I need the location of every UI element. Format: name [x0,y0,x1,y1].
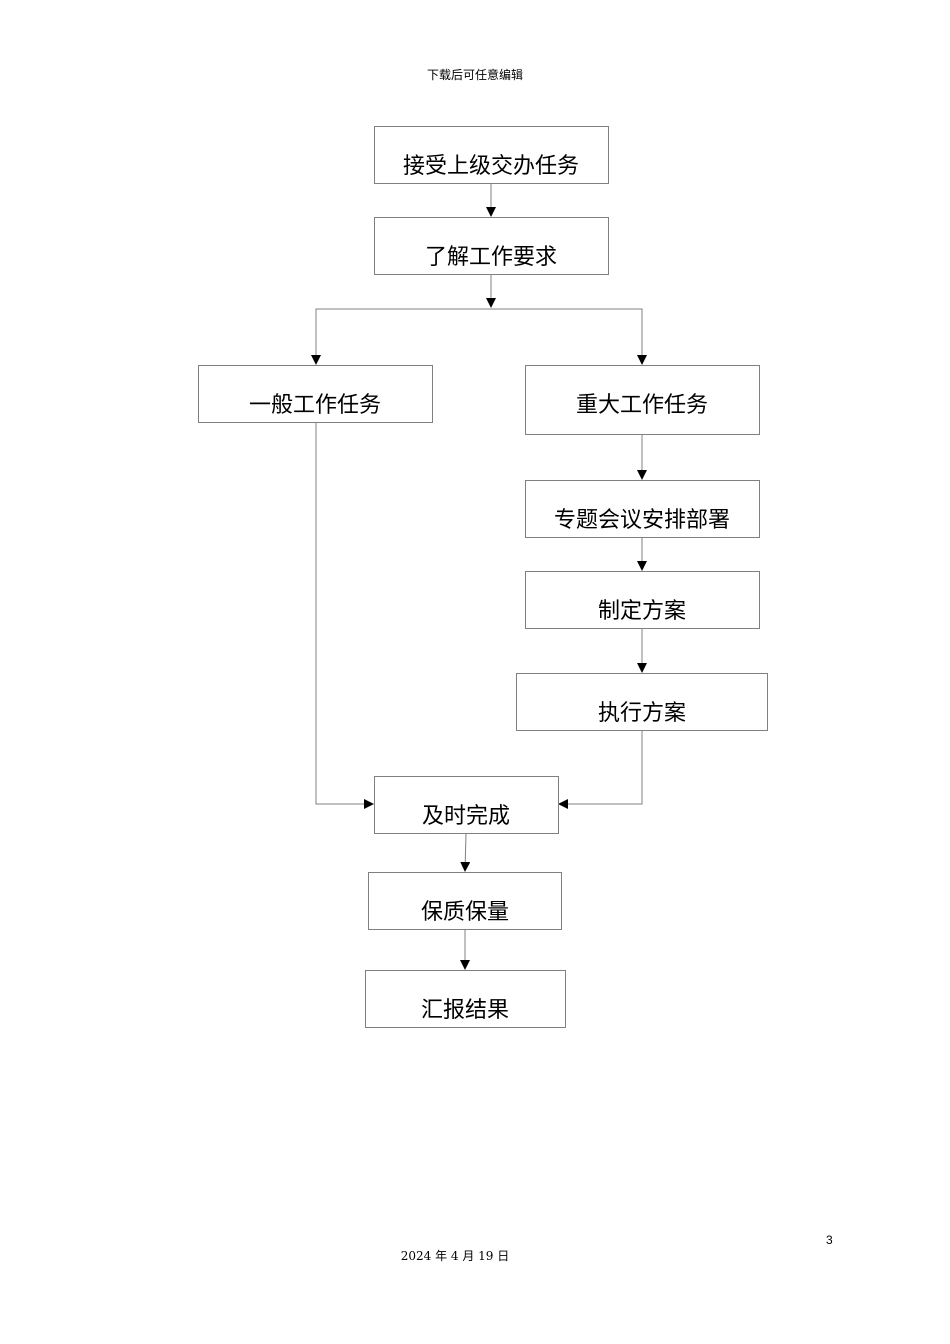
page-header: 下载后可任意编辑 [426,68,523,82]
node-box [525,480,760,538]
node-make-plan: 制定方案 [525,571,760,629]
node-box [374,217,609,275]
node-box [365,970,566,1028]
node-complete-on-time: 及时完成 [374,776,559,834]
connector-branch-to-major [491,308,647,365]
page-number: 3 [826,1233,833,1247]
node-execute-plan: 执行方案 [516,673,768,731]
node-box [525,365,760,435]
node-box [374,776,559,834]
node-label: 及时完成 [422,804,510,829]
node-label: 重大工作任务 [576,393,708,418]
node-box [516,673,768,731]
node-label: 保质保量 [421,900,509,925]
node-label: 了解工作要求 [425,245,557,270]
connector-general-to-complete [315,422,374,809]
node-label: 制定方案 [598,599,686,624]
node-understand-requirements: 了解工作要求 [374,217,609,275]
node-receive-task: 接受上级交办任务 [374,126,609,184]
node-label: 专题会议安排部署 [554,508,730,533]
node-quality-assurance: 保质保量 [368,872,562,930]
node-general-task: 一般工作任务 [198,365,433,423]
connector-execute-to-complete [558,730,643,809]
node-label: 执行方案 [598,701,686,726]
node-report-results: 汇报结果 [365,970,566,1028]
node-label: 一般工作任务 [249,393,381,418]
node-box [525,571,760,629]
footer-date: 2024 年 4 月 19 日 [400,1249,510,1263]
node-box [198,365,433,423]
node-major-task: 重大工作任务 [525,365,760,435]
node-box [374,126,609,184]
node-label: 汇报结果 [421,998,509,1023]
node-label: 接受上级交办任务 [403,154,579,179]
connectors [311,183,647,970]
node-box [368,872,562,930]
connector-branch-to-general [311,308,491,365]
node-special-meeting: 专题会议安排部署 [525,480,760,538]
connector-complete-to-quality [460,833,471,872]
